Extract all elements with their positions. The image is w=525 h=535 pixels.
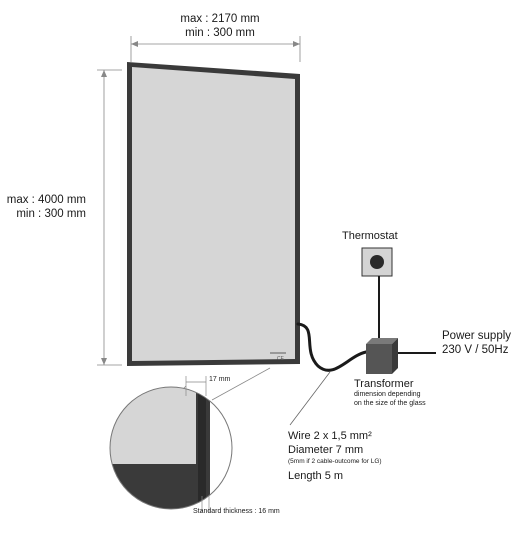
width-dimension-line xyxy=(130,36,301,62)
thermostat-dial-icon xyxy=(370,255,384,269)
wire-length-label: Length 5 m xyxy=(288,470,344,482)
power-supply-spec: 230 V / 50Hz xyxy=(442,344,509,356)
height-max-label: max : 4000 mm xyxy=(6,194,86,206)
power-supply-label: Power supply xyxy=(442,330,512,342)
transformer-box xyxy=(366,338,398,374)
frame-width-label: 17 mm xyxy=(209,376,231,383)
transformer-label: Transformer xyxy=(354,378,414,390)
transformer-note-2: on the size of the glass xyxy=(354,400,426,407)
wire-pointer-line xyxy=(289,371,331,426)
thermostat-label: Thermostat xyxy=(342,230,398,242)
thermostat xyxy=(361,247,393,340)
wire-diameter-label: Diameter 7 mm xyxy=(288,444,364,456)
detail-zoom xyxy=(109,367,271,512)
svg-text:CE: CE xyxy=(277,356,285,362)
standard-thickness-label: Standard thickness : 16 mm xyxy=(193,508,280,515)
wire-spec-label: Wire 2 x 1,5 mm² xyxy=(288,430,372,442)
ce-mark-icon: CE xyxy=(270,352,286,362)
wire-note-label: (5mm if 2 cable-outcome for LG) xyxy=(288,458,382,465)
width-max-label: max : 2170 mm xyxy=(180,13,260,25)
panel-cable xyxy=(296,322,368,372)
height-min-label: min : 300 mm xyxy=(16,208,86,220)
width-min-label: min : 300 mm xyxy=(185,27,255,39)
height-dimension-line xyxy=(97,69,122,366)
glass-panel: CE xyxy=(127,62,300,366)
transformer-note-1: dimension depending xyxy=(354,391,421,398)
